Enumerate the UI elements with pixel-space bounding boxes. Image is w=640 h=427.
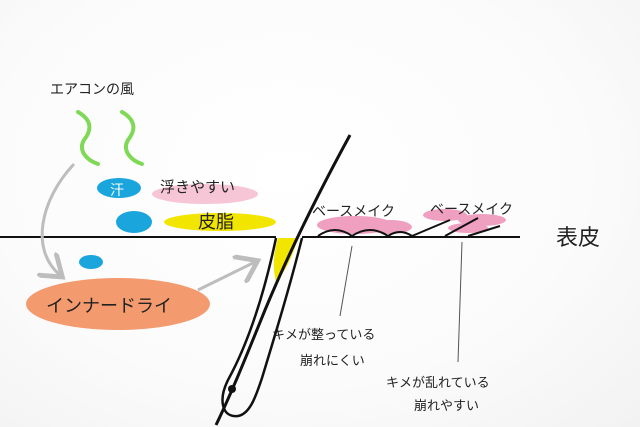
inner-dry-area	[26, 278, 210, 330]
texture-even-caption-2: 崩れにくい	[300, 354, 365, 369]
pointer-line-even	[339, 245, 353, 317]
curved-arrow-icon	[197, 262, 255, 292]
sebum-blob	[164, 213, 276, 231]
texture-rough-caption-2: 崩れやすい	[414, 399, 479, 414]
sweat-drop	[97, 178, 141, 198]
aircon-wind-label: エアコンの風	[50, 82, 134, 98]
sebum-label: 皮脂	[198, 212, 234, 233]
skin-texture-rough	[411, 217, 501, 237]
floats-easily-label: 浮きやすい	[160, 178, 235, 196]
base-makeup-label-2: ベースメイク	[430, 202, 513, 218]
skin-surface-label: 表皮	[556, 226, 600, 251]
sweat-drop-inner	[79, 255, 103, 269]
makeup-blob-rough	[448, 223, 488, 233]
floating-pink-blob	[152, 184, 258, 204]
curved-arrow-icon	[42, 162, 76, 275]
pointer-line-rough	[457, 241, 463, 363]
sweat-drop-lower	[116, 211, 152, 233]
sweat-label: 汗	[110, 183, 124, 199]
texture-even-caption-1: キメが整っている	[272, 328, 375, 343]
inner-dry-label: インナードライ	[46, 296, 172, 317]
makeup-blob-rough	[423, 209, 467, 221]
hair-root	[228, 385, 236, 393]
wind-wave-icon	[76, 110, 100, 166]
base-makeup-label-1: ベースメイク	[312, 204, 395, 220]
pore-outline	[221, 237, 304, 418]
skin-texture-even	[317, 229, 413, 238]
wind-wave-icon	[120, 110, 144, 166]
hair-strand	[214, 134, 352, 426]
texture-rough-caption-1: キメが乱れている	[386, 376, 490, 391]
